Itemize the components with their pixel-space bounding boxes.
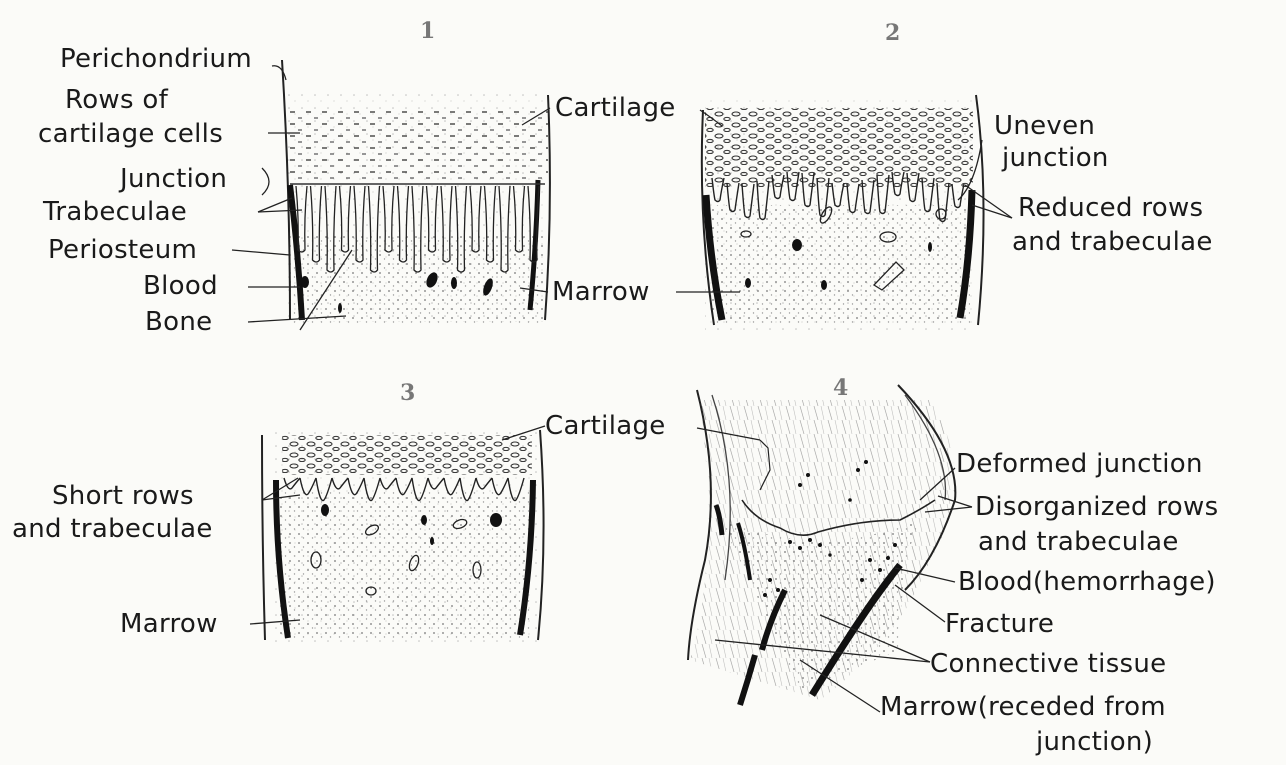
- label-fracture: Fracture: [945, 610, 1054, 638]
- panel-2-cartilage-cells: [705, 108, 973, 188]
- panel-4-drawing: [688, 385, 955, 705]
- panel-3-marrow-fill: [280, 490, 530, 640]
- label-disorganized-rows: Disorganized rows: [975, 493, 1218, 521]
- label-junction: Junction: [120, 165, 227, 193]
- panel-2-drawing: [702, 95, 984, 330]
- label-marrow-receded: Marrow(receded from: [880, 693, 1166, 721]
- label-perichondrium: Perichondrium: [60, 45, 252, 73]
- label-uneven: Uneven: [994, 112, 1095, 140]
- label-short-rows: Short rows: [52, 482, 194, 510]
- panel-number-4: 4: [833, 375, 848, 401]
- label-trabeculae: Trabeculae: [43, 198, 187, 226]
- label-cartilage-cells: cartilage cells: [38, 120, 223, 148]
- label-cartilage-panel-3: Cartilage: [545, 412, 666, 440]
- label-rows-of: Rows of: [65, 86, 168, 114]
- panel-3-cartilage-cells: [282, 435, 532, 475]
- label-blood-hemorrhage: Blood(hemorrhage): [958, 568, 1216, 596]
- panel-1-marrow-fill: [290, 235, 545, 325]
- label-cartilage-panel-1: Cartilage: [555, 94, 676, 122]
- panel-number-3: 3: [400, 380, 415, 406]
- panel-number-2: 2: [885, 20, 900, 46]
- label-and-trabeculae-panel-3: and trabeculae: [12, 515, 213, 543]
- panel-2-right-perichondrium: [976, 95, 984, 325]
- label-junction-panel-4: junction): [1036, 728, 1153, 756]
- panel-number-1: 1: [420, 18, 435, 44]
- leader-reduced-rows-2: [972, 205, 1012, 218]
- label-deformed-junction: Deformed junction: [956, 450, 1203, 478]
- panel-3-drawing: [262, 430, 544, 645]
- label-connective-tissue: Connective tissue: [930, 650, 1166, 678]
- leader-junction: [262, 168, 269, 195]
- panel-1-cartilage-rows: [288, 110, 548, 180]
- label-and-trabeculae-panel-4: and trabeculae: [978, 528, 1179, 556]
- panel-1-drawing: [282, 60, 550, 325]
- panel-2-marrow-fill: [710, 205, 970, 325]
- panel-3-left-perichondrium: [262, 435, 265, 640]
- leader-trabeculae-1: [258, 198, 292, 212]
- label-periosteum: Periosteum: [48, 236, 197, 264]
- leader-periosteum: [232, 250, 290, 255]
- label-blood: Blood: [143, 272, 218, 300]
- label-and-trabeculae-panel-2: and trabeculae: [1012, 228, 1213, 256]
- label-reduced-rows: Reduced rows: [1018, 194, 1203, 222]
- label-junction-panel-2: junction: [1002, 144, 1109, 172]
- label-marrow-panel-1: Marrow: [552, 278, 650, 306]
- label-marrow-panel-3: Marrow: [120, 610, 218, 638]
- label-bone: Bone: [145, 308, 212, 336]
